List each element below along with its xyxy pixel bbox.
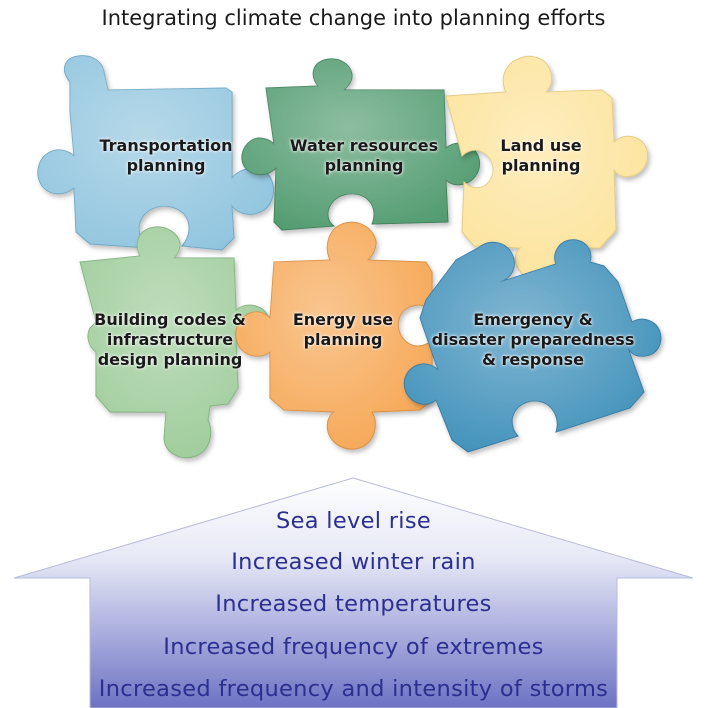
arrow-item-sea-level: Sea level rise [276, 508, 431, 534]
label-emergency: Emergency &disaster preparedness& respon… [431, 310, 635, 369]
piece-energy [235, 221, 433, 450]
piece-water [241, 58, 480, 231]
piece-emergency [403, 239, 662, 453]
arrow-item-winter-rain: Increased winter rain [231, 549, 476, 575]
piece-landuse [445, 55, 648, 281]
piece-building [79, 226, 271, 459]
diagram-title: Integrating climate change into planning… [101, 6, 606, 30]
arrow-item-storms: Increased frequency and intensity of sto… [98, 676, 609, 702]
piece-transportation [37, 55, 274, 251]
arrow-item-extremes: Increased frequency of extremes [163, 634, 544, 660]
arrow-item-temperatures: Increased temperatures [215, 591, 492, 617]
climate-arrow [13, 477, 694, 708]
